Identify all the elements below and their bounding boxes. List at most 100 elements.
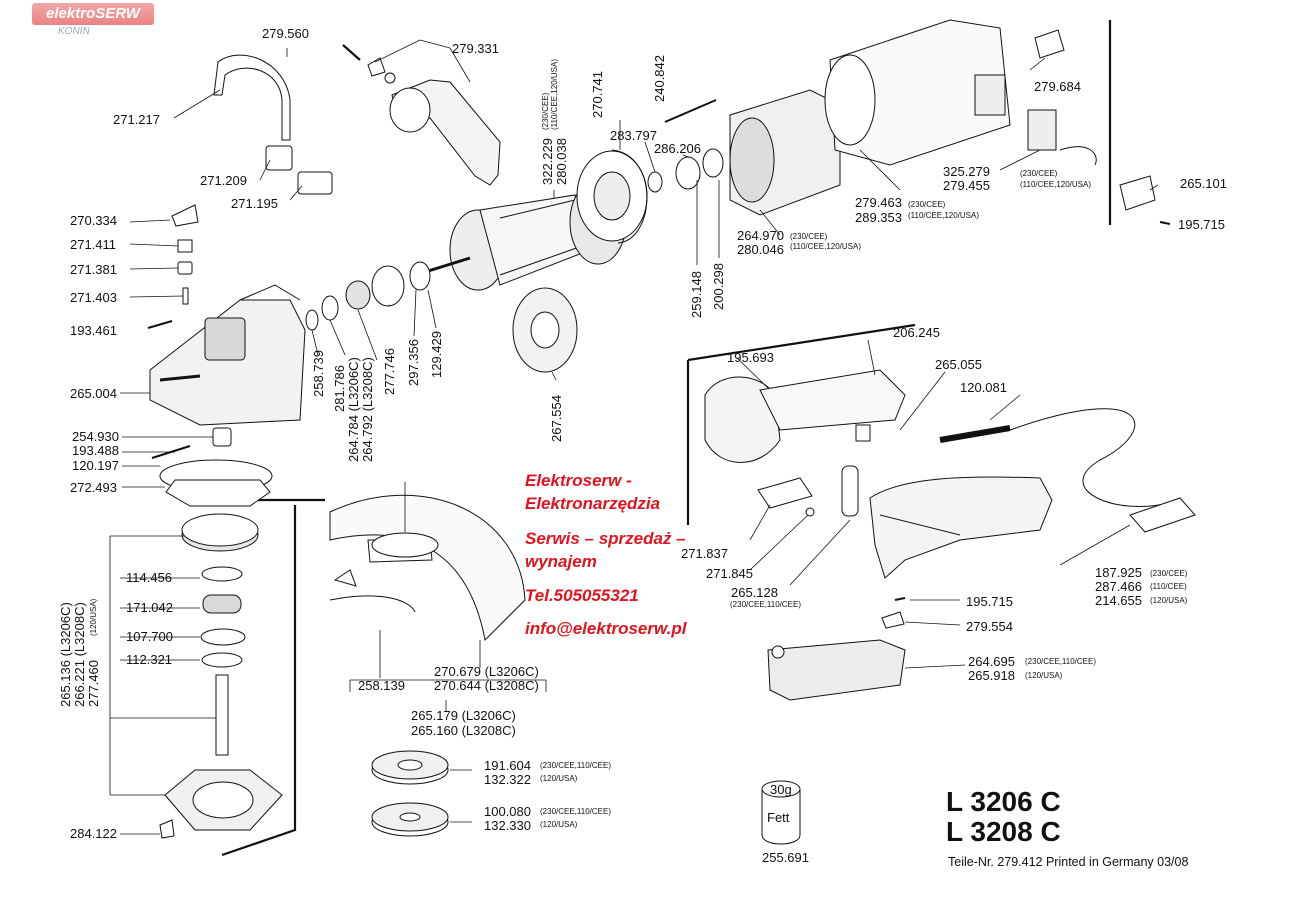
section-borders bbox=[221, 20, 1112, 857]
part-label: 195.715 bbox=[966, 594, 1013, 609]
part-label: 271.209 bbox=[200, 173, 247, 188]
part-label: 240.842 bbox=[652, 55, 667, 102]
part-label: 264.792 (L3208C) bbox=[360, 357, 375, 462]
switch-trigger bbox=[767, 597, 906, 701]
part-label: 283.797 bbox=[610, 128, 657, 143]
fan-wheel bbox=[512, 287, 578, 373]
part-label: 270.644 (L3208C) bbox=[434, 678, 539, 693]
part-note: (230/CEE) bbox=[541, 92, 550, 130]
part-label: 289.353 bbox=[855, 210, 902, 225]
part-label: 265.128 bbox=[731, 585, 778, 600]
part-label: 195.693 bbox=[727, 350, 774, 365]
part-note: (120/USA) bbox=[89, 598, 98, 636]
part-label: 270.334 bbox=[70, 213, 117, 228]
part-label: 286.206 bbox=[654, 141, 701, 156]
watermark-city: KONIN bbox=[58, 26, 90, 37]
ad-email: info@elektroserw.pl bbox=[525, 619, 687, 638]
watermark-logo: elektroSERW bbox=[32, 3, 154, 25]
part-label: 265.055 bbox=[935, 357, 982, 372]
wheel-guard bbox=[329, 494, 526, 642]
part-note: (230/CEE) bbox=[790, 232, 828, 241]
part-note: (230/CEE,110/CEE) bbox=[540, 807, 611, 816]
part-note: (110/CEE,120/USA) bbox=[908, 211, 979, 220]
part-label: 279.463 bbox=[855, 195, 902, 210]
ad-line-4: wynajem bbox=[525, 552, 597, 571]
part-label: 277.460 bbox=[86, 660, 101, 707]
part-label: 322.229 bbox=[540, 138, 555, 185]
flange-nuts bbox=[371, 750, 449, 837]
stator-motor-housing bbox=[729, 19, 1171, 225]
guard-clamp-strap bbox=[213, 54, 333, 195]
part-label: 265.179 (L3206C) bbox=[411, 708, 516, 723]
part-label: 214.655 bbox=[1095, 593, 1142, 608]
part-label: 279.331 bbox=[452, 41, 499, 56]
part-label: 264.695 bbox=[968, 654, 1015, 669]
part-label: 271.217 bbox=[113, 112, 160, 127]
spindle-assembly bbox=[159, 513, 283, 839]
grease-label: Fett bbox=[767, 810, 790, 825]
part-labels: 279.560 271.217 271.209 271.195 270.334 … bbox=[58, 26, 1227, 865]
part-label: 271.381 bbox=[70, 262, 117, 277]
model-title-1: L 3206 C bbox=[946, 786, 1061, 817]
part-label: 270.741 bbox=[590, 71, 605, 118]
part-label: 271.403 bbox=[70, 290, 117, 305]
gear-head-housing bbox=[149, 284, 306, 426]
part-label: 279.554 bbox=[966, 619, 1013, 634]
part-label: 325.279 bbox=[943, 164, 990, 179]
part-label: 193.461 bbox=[70, 323, 117, 338]
part-note: (230/CEE,110/CEE) bbox=[730, 600, 801, 609]
part-label: 266.221 (L3208C) bbox=[72, 602, 87, 707]
part-label: 264.784 (L3206C) bbox=[346, 357, 361, 462]
small-parts-left bbox=[147, 204, 273, 507]
part-note: (120/USA) bbox=[1150, 596, 1188, 605]
part-label: 267.554 bbox=[549, 395, 564, 442]
part-label: 265.918 bbox=[968, 668, 1015, 683]
ad-line-2: Elektronarzędzia bbox=[525, 494, 661, 513]
part-label: 279.560 bbox=[262, 26, 309, 41]
part-label: 193.488 bbox=[72, 443, 119, 458]
grease-part-label: 255.691 bbox=[762, 850, 809, 865]
part-note: (230/CEE) bbox=[1020, 169, 1058, 178]
grease-amount: 30g bbox=[770, 782, 792, 797]
ad-line-1: Elektroserw - bbox=[525, 471, 632, 490]
grease-tube bbox=[761, 780, 801, 845]
part-label: 200.298 bbox=[711, 263, 726, 310]
part-label: 265.160 (L3208C) bbox=[411, 723, 516, 738]
part-label: 265.101 bbox=[1180, 176, 1227, 191]
part-note: (230/CEE) bbox=[908, 200, 946, 209]
rear-handle bbox=[704, 369, 1196, 579]
part-label: 191.604 bbox=[484, 758, 531, 773]
part-label: 271.195 bbox=[231, 196, 278, 211]
part-label: 280.038 bbox=[554, 138, 569, 185]
part-label: 129.429 bbox=[429, 331, 444, 378]
part-note: (230/CEE,110/CEE) bbox=[1025, 657, 1096, 666]
part-label: 171.042 bbox=[126, 600, 173, 615]
part-label: 264.970 bbox=[737, 228, 784, 243]
part-note: (120/USA) bbox=[1025, 671, 1063, 680]
part-label: 259.148 bbox=[689, 271, 704, 318]
footer-note: Teile-Nr. 279.412 Printed in Germany 03/… bbox=[948, 855, 1189, 869]
part-label: 206.245 bbox=[893, 325, 940, 340]
part-label: 120.197 bbox=[72, 458, 119, 473]
part-label: 258.139 bbox=[358, 678, 405, 693]
part-label: 271.411 bbox=[70, 237, 116, 252]
part-note: (110/CEE) bbox=[1150, 582, 1187, 591]
part-label: 279.684 bbox=[1034, 79, 1081, 94]
part-label: 277.746 bbox=[382, 348, 397, 395]
part-note: (230/CEE) bbox=[1150, 569, 1188, 578]
model-title-2: L 3208 C bbox=[946, 816, 1061, 847]
part-label: 297.356 bbox=[406, 339, 421, 386]
part-label: 112.321 bbox=[126, 652, 172, 667]
part-label: 280.046 bbox=[737, 242, 784, 257]
part-label: 265.136 (L3206C) bbox=[58, 602, 73, 707]
bearings-center bbox=[305, 99, 724, 331]
side-handle bbox=[367, 57, 501, 186]
part-label: 258.739 bbox=[311, 350, 326, 397]
part-label: 271.837 bbox=[681, 546, 728, 561]
part-note: (110/CEE,120/USA) bbox=[1020, 180, 1091, 189]
part-label: 254.930 bbox=[72, 429, 119, 444]
part-label: 187.925 bbox=[1095, 565, 1142, 580]
part-label: 107.700 bbox=[126, 629, 173, 644]
part-label: 114.456 bbox=[126, 570, 172, 585]
